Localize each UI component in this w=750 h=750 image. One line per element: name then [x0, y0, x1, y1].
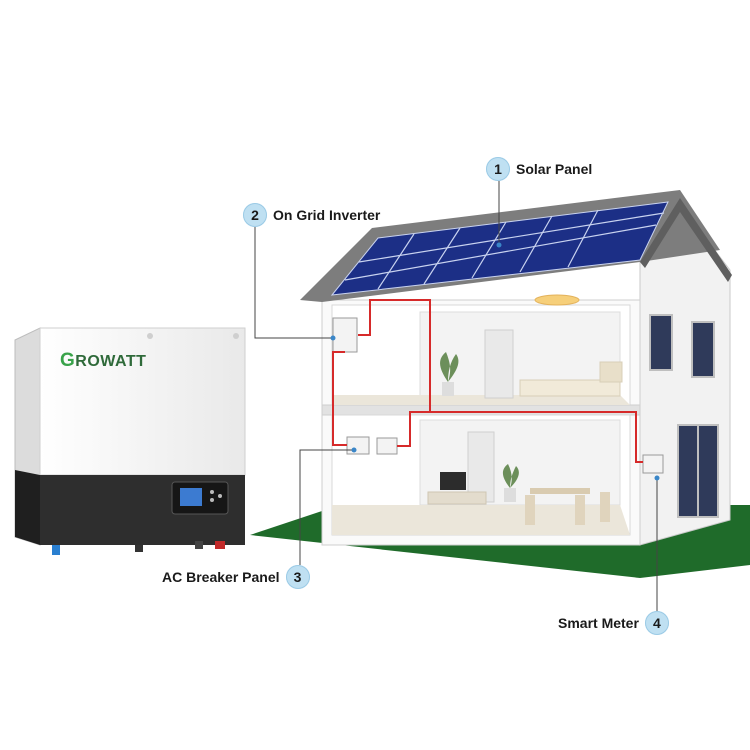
callout-label: On Grid Inverter: [273, 207, 381, 223]
callout-smart-meter: Smart Meter 4: [552, 611, 669, 635]
upper-plant: [440, 352, 459, 382]
tv-stand: [427, 491, 487, 505]
callout-on-grid-inverter: 2 On Grid Inverter: [243, 203, 386, 227]
dining-table: [530, 488, 590, 494]
callout-number: 3: [285, 565, 310, 589]
floor-slab: [321, 404, 641, 416]
callout-number: 1: [486, 157, 510, 181]
lower-floor: [332, 505, 630, 535]
connector-2: [195, 541, 203, 549]
window-upper-left: [649, 314, 673, 371]
growatt-inverter: [14, 327, 246, 555]
breaker-box-2: [376, 437, 398, 455]
inverter-lcd: [180, 488, 202, 506]
upper-bed: [519, 379, 621, 397]
ceiling-light: [534, 294, 580, 306]
ac-wire: [332, 351, 347, 446]
leader-breaker: [299, 449, 354, 565]
dining-chair-3: [600, 492, 610, 522]
lower-plant-pot: [504, 488, 516, 502]
callout-label: Solar Panel: [516, 161, 593, 177]
lower-plant: [502, 464, 519, 488]
callout-label: Smart Meter: [558, 615, 639, 631]
dining-chair-2: [575, 495, 585, 525]
ac-breaker-box: [346, 436, 370, 455]
upper-plant-pot: [442, 382, 454, 396]
callout-ac-breaker-panel: AC Breaker Panel 3: [156, 565, 310, 589]
leader-inverter: [254, 227, 333, 339]
callout-number: 4: [644, 611, 669, 635]
growatt-logo: GROWATT: [60, 350, 147, 371]
connector-blue: [52, 545, 60, 555]
dining-chair-1: [525, 495, 535, 525]
tv: [440, 472, 466, 490]
callout-label: AC Breaker Panel: [162, 569, 280, 585]
smart-meter-box: [642, 454, 664, 474]
upper-door: [484, 329, 514, 399]
roof-edge: [640, 198, 732, 282]
callout-solar-panel: 1 Solar Panel: [486, 157, 598, 181]
solar-panel-array: [330, 201, 669, 296]
upper-floor: [332, 395, 630, 405]
house: [300, 190, 732, 546]
connector-red: [215, 541, 225, 549]
window-upper-right: [691, 321, 715, 378]
upper-bed-head: [599, 361, 623, 383]
connector-1: [135, 545, 143, 552]
inverter-body: [39, 327, 246, 476]
wall-inverter: [332, 317, 358, 353]
meter-wire: [397, 411, 643, 463]
callout-number: 2: [243, 203, 267, 227]
